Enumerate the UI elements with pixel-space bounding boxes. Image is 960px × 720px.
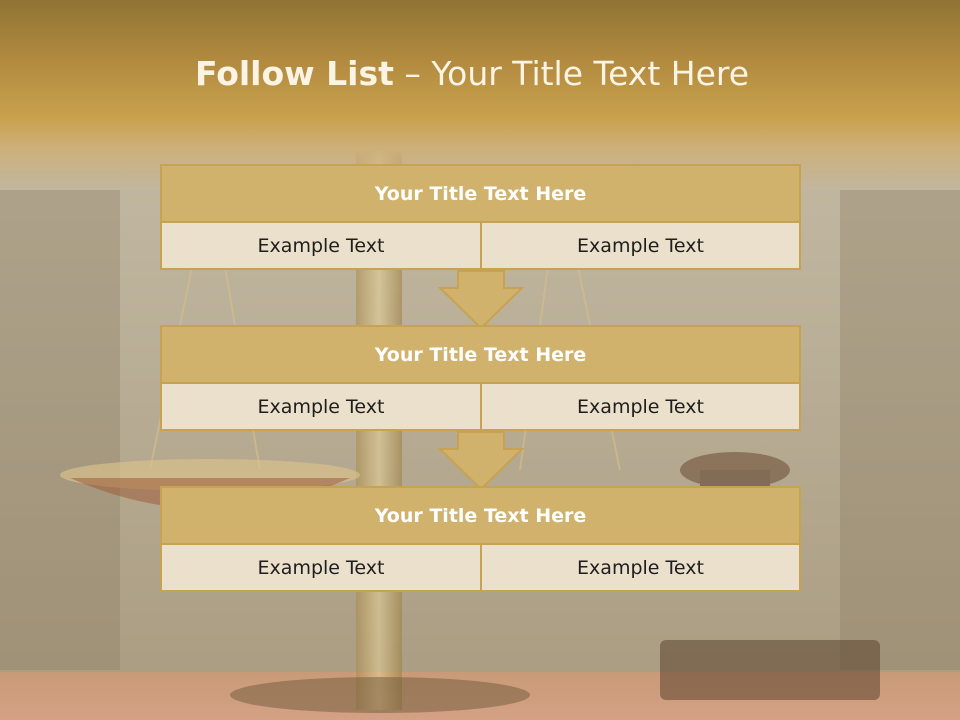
flow-stage-2: Your Title Text Here Example Text Exampl… xyxy=(160,325,801,431)
flow-stage-1: Your Title Text Here Example Text Exampl… xyxy=(160,164,801,270)
stage-2-right-cell: Example Text xyxy=(482,384,799,429)
title-rest-part: – Your Title Text Here xyxy=(393,54,750,93)
flow-stage-3: Your Title Text Here Example Text Exampl… xyxy=(160,486,801,592)
stage-3-right-cell: Example Text xyxy=(482,545,799,590)
stage-1-right-cell: Example Text xyxy=(482,223,799,268)
down-arrow-icon xyxy=(438,431,524,491)
stage-1-title: Your Title Text Here xyxy=(162,166,799,223)
slide-title: Follow List – Your Title Text Here xyxy=(0,54,944,93)
title-band xyxy=(0,0,960,190)
stage-1-divider xyxy=(480,223,482,268)
down-arrow-icon xyxy=(438,270,524,330)
stage-2-left-cell: Example Text xyxy=(162,384,480,429)
stage-3-title: Your Title Text Here xyxy=(162,488,799,545)
stage-3-left-cell: Example Text xyxy=(162,545,480,590)
stage-2-divider xyxy=(480,384,482,429)
title-bold-part: Follow List xyxy=(194,54,394,93)
stage-1-left-cell: Example Text xyxy=(162,223,480,268)
stage-2-title: Your Title Text Here xyxy=(162,327,799,384)
stage-3-divider xyxy=(480,545,482,590)
